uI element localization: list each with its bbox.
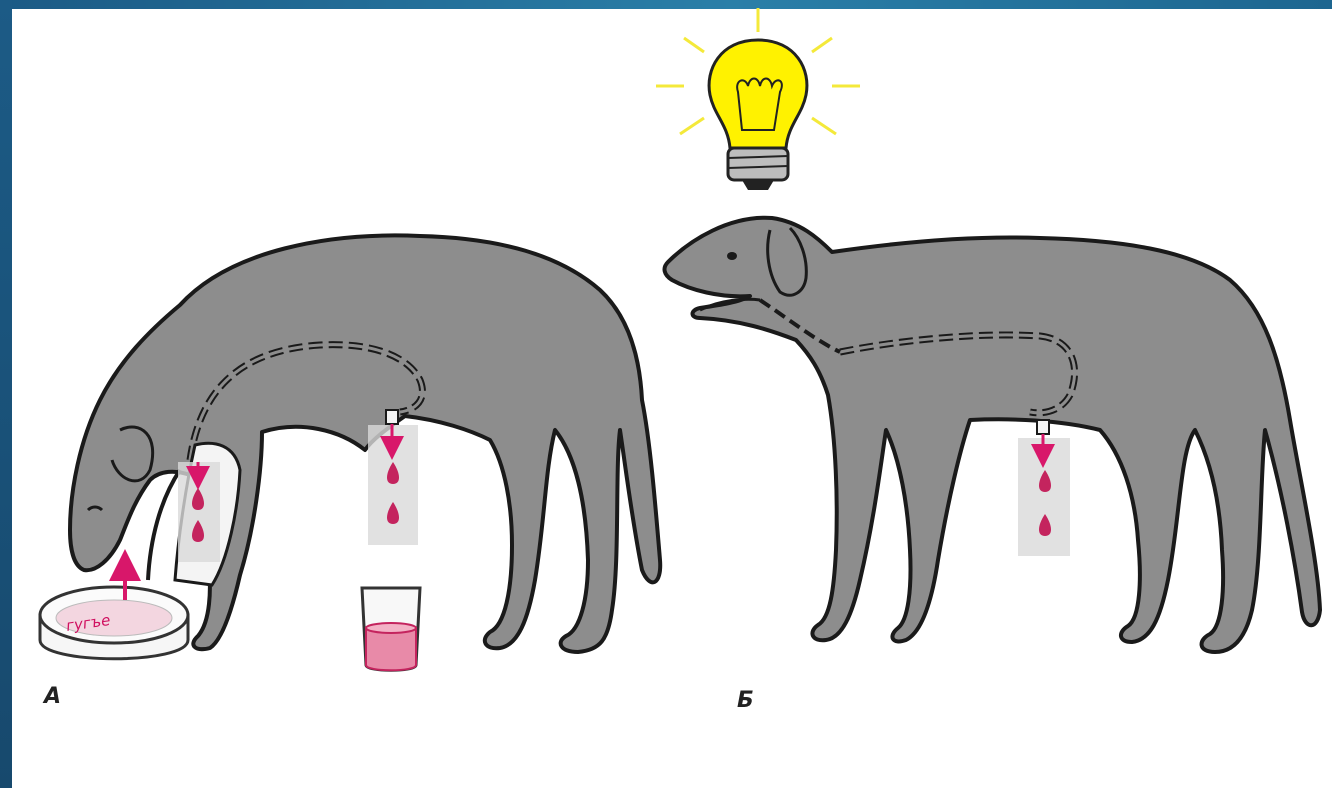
saliva-column-a-mouth — [178, 462, 220, 562]
food-bowl-icon — [40, 565, 188, 659]
saliva-column-a-stomach — [368, 410, 418, 545]
panel-label-a: А — [44, 684, 61, 709]
light-bulb-icon — [656, 8, 860, 190]
panel-label-b: Б — [737, 688, 754, 713]
dog-b — [665, 218, 1320, 652]
dog-b-body — [665, 218, 1320, 652]
beaker-icon — [362, 588, 420, 670]
dog-b-eye — [727, 252, 737, 260]
saliva-column-b — [1018, 420, 1070, 556]
